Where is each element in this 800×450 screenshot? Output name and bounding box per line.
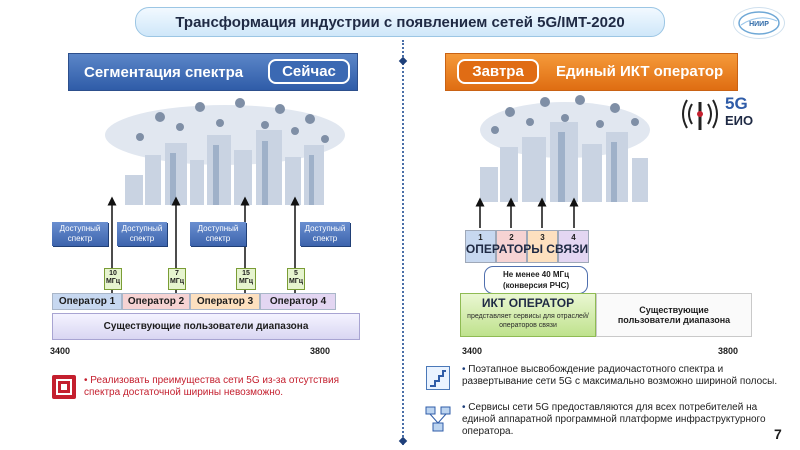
min-bandwidth-callout: Не менее 40 МГц (конверсия РЧС): [484, 266, 588, 294]
operator-2: Оператор 2: [122, 293, 190, 310]
mhz-unit: МГц: [169, 278, 185, 285]
page-number: 7: [774, 426, 782, 442]
mhz-unit: МГц: [288, 278, 304, 285]
restriction-icon: [52, 375, 76, 399]
available-spectrum-tag: Доступный спектр: [52, 222, 108, 246]
ikt-operator-subtitle: представляет сервисы для отраслей/операт…: [467, 313, 589, 329]
badge-5g: 5G: [725, 94, 748, 113]
mhz-value: 7: [175, 270, 179, 277]
operator-num-2: 2: [496, 230, 527, 263]
callout-line1: Не менее 40 МГц: [502, 270, 569, 279]
city-illustration-left: [105, 98, 345, 205]
mhz-value: 5: [294, 270, 298, 277]
spectrum-arrows-right: [475, 197, 579, 228]
globe-logo-icon: НИИР: [738, 11, 780, 35]
network-platform-icon: [424, 405, 452, 433]
staircase-icon: [426, 366, 450, 390]
left-bullet-text: Реализовать преимущества сети 5G из-за о…: [84, 375, 339, 398]
operator-1: Оператор 1: [52, 293, 122, 310]
right-bullet-1-text: Поэтапное высвобождение радиочастотного …: [462, 364, 778, 387]
mhz-value: 10: [109, 270, 117, 277]
now-pill: Сейчас: [268, 59, 350, 84]
tomorrow-pill: Завтра: [457, 59, 539, 84]
city-illustration-right: [480, 95, 650, 202]
freq-start: 3400: [50, 346, 71, 356]
ikt-operator-block: ИКТ ОПЕРАТОР представляет сервисы для от…: [460, 293, 596, 337]
mhz-value: 15: [242, 270, 250, 277]
center-divider: [402, 40, 404, 445]
eio-badge: 5G ЕИО: [680, 94, 775, 132]
existing-users-right: Существующие пользователи диапазона: [596, 293, 752, 337]
right-bullet-2: • Сервисы сети 5G предоставляются для вс…: [462, 402, 766, 437]
left-bullet: • Реализовать преимущества сети 5G из-за…: [84, 375, 339, 398]
freq-start-right: 3400: [462, 346, 483, 356]
divider-marker: [398, 56, 408, 66]
mhz-unit: МГц: [105, 278, 121, 285]
existing-users-band: Существующие пользователи диапазона: [52, 313, 360, 340]
right-bullet-2-text: Сервисы сети 5G предоставляются для всех…: [462, 402, 766, 437]
right-bullet-1: • Поэтапное высвобождение радиочастотног…: [462, 364, 778, 387]
operators-label: ОПЕРАТОРЫ СВЯЗИ: [465, 242, 589, 256]
badge-eio: ЕИО: [725, 113, 754, 128]
available-spectrum-tag: Доступный спектр: [190, 222, 246, 246]
ict-operator-title: Единый ИКТ оператор: [556, 63, 724, 80]
available-spectrum-tag: Доступный спектр: [300, 222, 350, 246]
operator-num-1: 1: [465, 230, 496, 263]
freq-end: 3800: [310, 346, 331, 356]
callout-line2: (конверсия РЧС): [502, 281, 570, 290]
operator-num-4: 4: [558, 230, 589, 263]
operator-3: Оператор 3: [190, 293, 260, 310]
segmentation-label: Сегментация спектра: [84, 63, 244, 81]
mhz-unit: МГц: [238, 278, 254, 285]
niir-logo: НИИР: [733, 7, 785, 39]
divider-marker: [398, 436, 408, 446]
slide-title: Трансформация индустрии с появлением сет…: [135, 7, 665, 37]
operator-num-3: 3: [527, 230, 558, 263]
logo-text: НИИР: [749, 21, 769, 28]
freq-end-right: 3800: [718, 346, 739, 356]
operator-4: Оператор 4: [260, 293, 336, 310]
available-spectrum-tag: Доступный спектр: [117, 222, 167, 246]
ikt-operator-title: ИКТ ОПЕРАТОР: [481, 296, 575, 310]
antenna-icon: [682, 99, 718, 130]
